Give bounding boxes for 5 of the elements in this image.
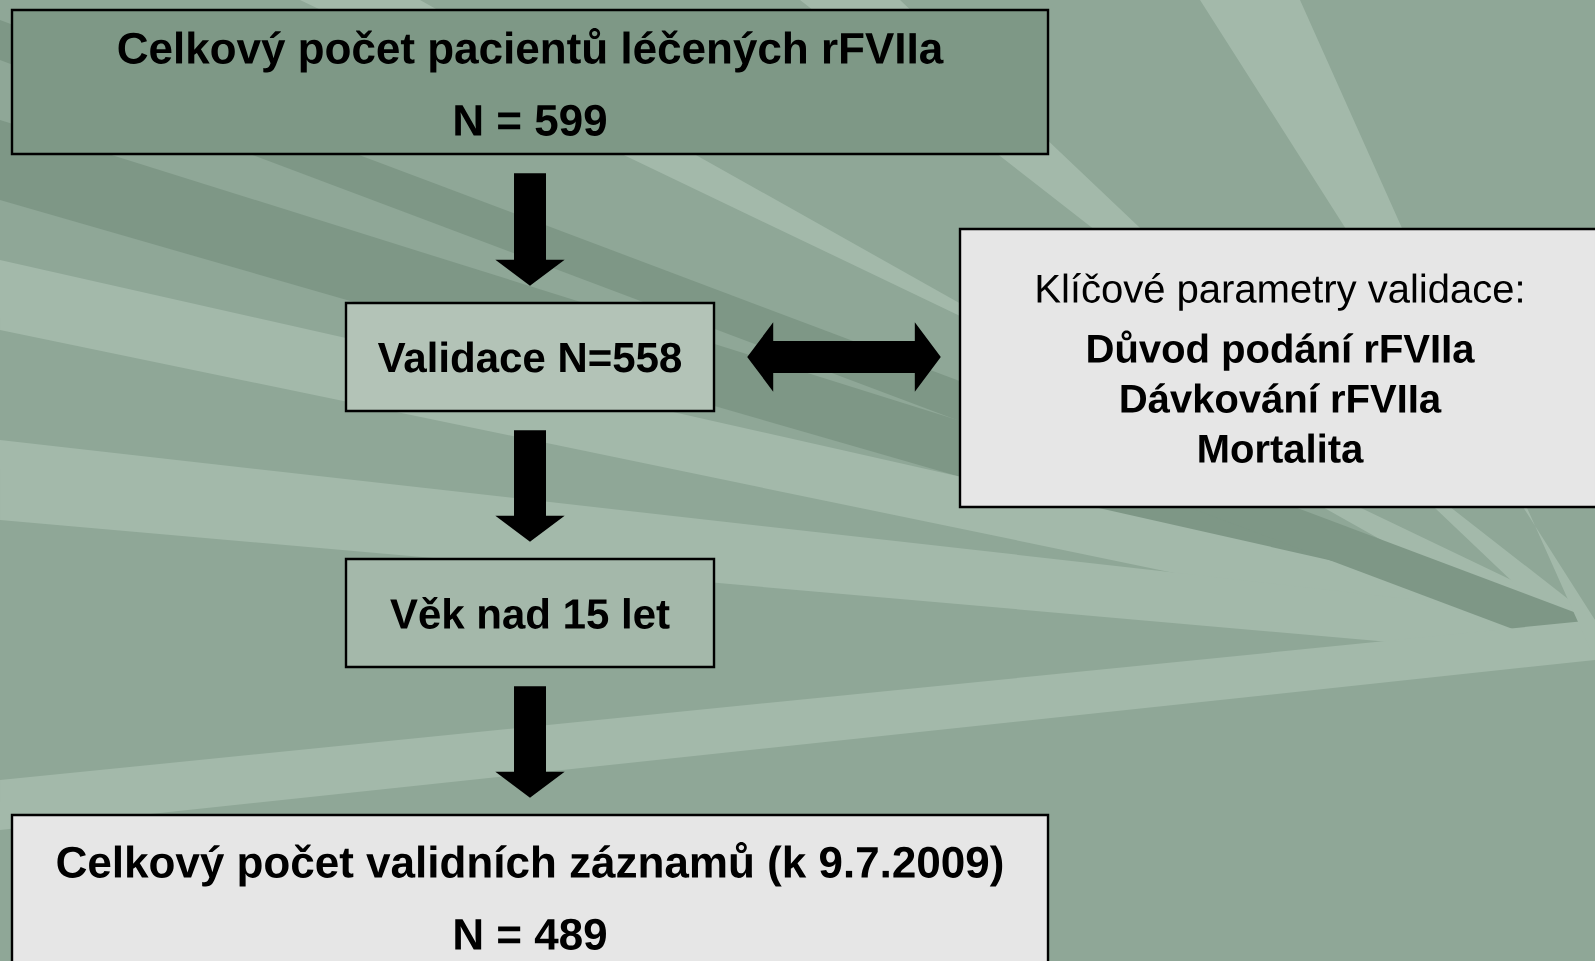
process-box: Celkový počet pacientů léčených rFVIIa N = 599 [10, 8, 1050, 156]
process-box: Klíčové parametry validace: Důvod podání rFVIIa Dávkování rFVIIa Mortalita [958, 227, 1595, 509]
process-box: Věk nad 15 let [344, 557, 716, 669]
process-box: Validace N=558 [344, 301, 716, 413]
process-box: Celkový počet validních záznamů (k 9.7.2009) N = 489 [10, 813, 1050, 961]
